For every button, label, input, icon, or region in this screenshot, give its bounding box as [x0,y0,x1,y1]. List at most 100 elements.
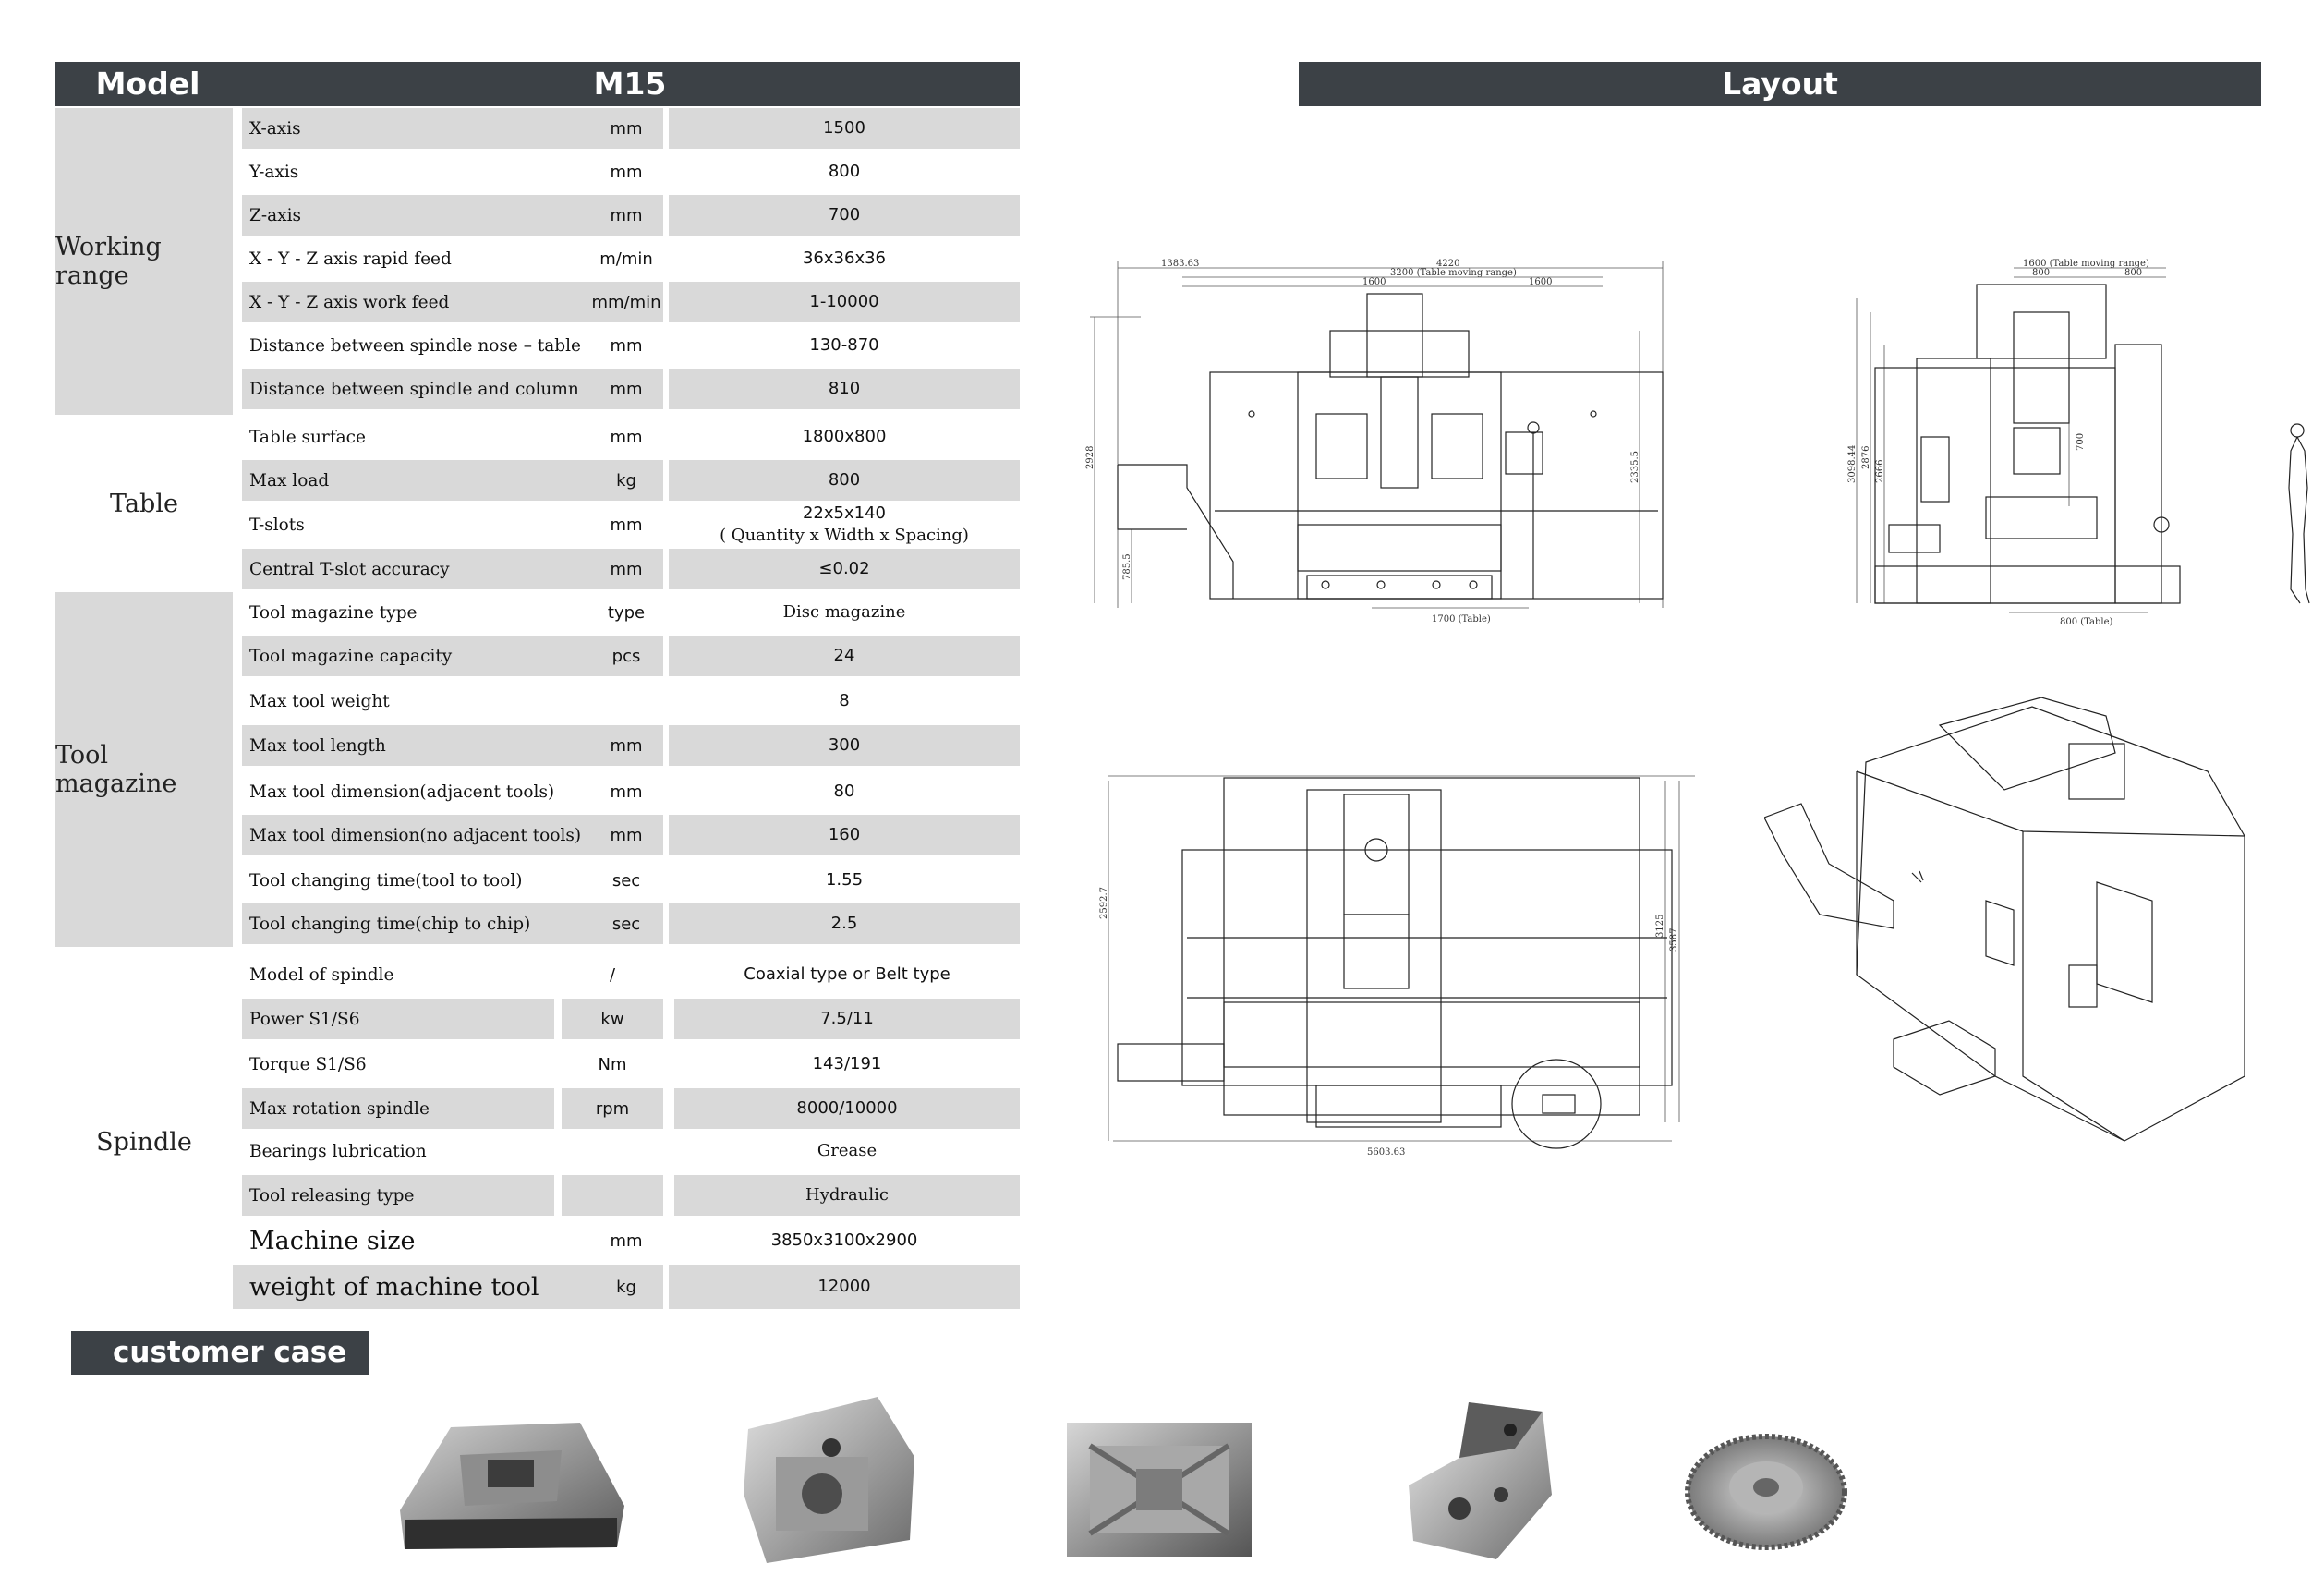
row-name: Torque S1/S6 [249,1054,367,1074]
dim-1383: 1383.63 [1161,259,1199,269]
table-row: Model of spindle/Coaxial type or Belt ty… [242,954,1020,995]
row-value: 1500 [669,108,1020,149]
row-value: 143/191 [812,1053,882,1073]
row-value: 80 [833,781,855,801]
row-value: 1-10000 [669,282,1020,322]
row-name: Max tool weight [249,691,390,711]
row-name: Tool changing time(chip to chip) [242,903,663,944]
dim-785: 785.5 [1122,553,1132,580]
row-name: Max rotation spindle [242,1088,554,1129]
row-value: Disc magazine [782,601,906,622]
row-name: Tool magazine capacity [242,636,663,676]
row-name: Distance between spindle and column [242,369,663,409]
row-unit: / [609,964,616,985]
row-unit: mm [610,1230,643,1251]
row-name: Max load [242,460,663,501]
row-unit: Nm [598,1054,627,1074]
dim-1700: 1700 (Table) [1432,614,1491,624]
row-unit [589,681,663,721]
isometric-view-drawing [1764,697,2245,1142]
row-unit: pcs [611,646,641,666]
row-unit: mm [610,515,643,535]
row-unit: mm [610,162,643,182]
row-value: 2.5 [669,903,1020,944]
side-view-drawing: 1600 (Table moving range) 800 800 3098.4… [1847,259,2310,626]
row-value: 1.55 [825,869,864,890]
dim-4220: 4220 [1436,259,1459,269]
row-unit: mm [610,825,643,845]
table-row: Tool changing time(chip to chip)sec 2.5 [242,903,1020,944]
case-part-2-image [744,1397,914,1563]
category-tool-magazine: Tool magazine [55,592,233,947]
dim-3587: 3587 [1669,928,1679,952]
dim-1600-b: 1600 [1529,277,1552,287]
category-working-range: Working range [55,108,233,415]
row-value: 22x5x140( Quantity x Width x Spacing) [669,503,1020,546]
row-name: Central T-slot accuracy [242,549,663,589]
case-part-5-image [1685,1434,1847,1550]
row-unit: sec [611,870,641,891]
row-unit [562,1133,663,1169]
row-value: 24 [669,636,1020,676]
row-unit: type [607,602,646,623]
layout-header: Layout [1299,62,2261,106]
dim-side-800-b: 800 [2124,268,2142,278]
dim-5603: 5603.63 [1367,1147,1405,1155]
row-value: Hydraulic [674,1175,1020,1216]
front-view-drawing: 1383.63 4220 3200 (Table moving range) 1… [1085,259,1664,624]
row-unit: mm/min [591,292,661,312]
row-unit: mm [610,335,643,356]
row-value: 810 [669,369,1020,409]
row-value: 800 [669,460,1020,501]
table-row: Tool releasing type Hydraulic [242,1175,1020,1216]
row-unit: sec [611,914,641,934]
row-value: 1800x800 [802,426,887,446]
dim-3125: 3125 [1655,915,1665,938]
case-part-1-image [400,1423,624,1549]
dim-2876: 2876 [1861,446,1871,469]
table-row: Torque S1/S6 Nm 143/191 [242,1044,1020,1085]
dim-2928: 2928 [1085,446,1095,469]
dim-3098: 3098.44 [1847,445,1858,483]
row-value: 130-870 [809,334,879,355]
row-unit: kw [562,999,663,1039]
row-unit: kg [616,470,636,491]
row-unit: mm [610,118,643,139]
row-value-line1: 22x5x140 [802,503,887,523]
row-name: Z-axis [242,195,663,236]
dim-2335: 2335.5 [1630,451,1640,483]
case-part-4-image [1409,1402,1552,1559]
row-value: 160 [669,815,1020,855]
row-name: X - Y - Z axis rapid feed [249,249,452,269]
top-view-drawing: 2592.7 3125 3587 5603.63 [1099,775,1695,1155]
model-header: Model [55,62,240,106]
row-name: Tool releasing type [242,1175,554,1216]
row-unit: mm [610,427,643,447]
row-value: Coaxial type or Belt type [744,964,950,984]
category-table: Table [110,489,178,518]
table-row: Max tool dimension(no adjacent tools)mm 1… [242,815,1020,855]
model-value-header: M15 [240,62,1020,106]
row-value: 12000 [669,1265,1020,1309]
row-value: 3850x3100x2900 [770,1230,918,1250]
row-unit: mm [610,379,643,399]
row-name: Max tool dimension(no adjacent tools) [242,815,663,855]
row-value: 7.5/11 [674,999,1020,1039]
row-unit: mm [610,205,643,225]
dim-side-800-a: 800 [2032,268,2050,278]
